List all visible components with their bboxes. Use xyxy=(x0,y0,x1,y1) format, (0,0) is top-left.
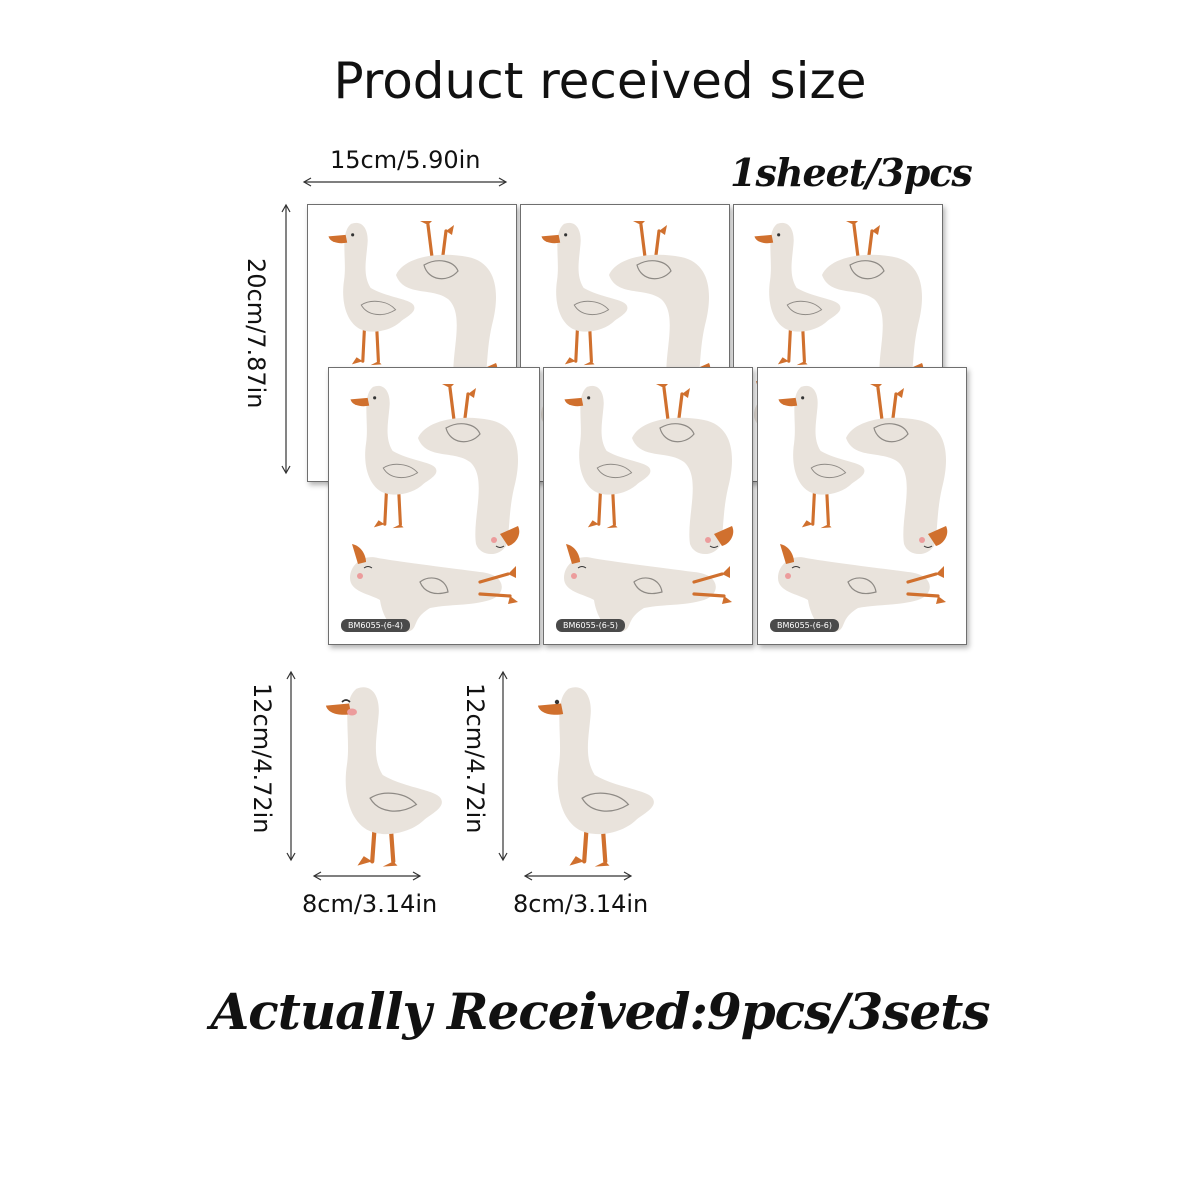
single-width-label-1: 8cm/3.14in xyxy=(302,890,438,918)
single-width-label-2: 8cm/3.14in xyxy=(513,890,649,918)
sheet-height-arrow xyxy=(281,203,291,475)
sheet-code-badge: BM6055-(6-6) xyxy=(770,619,839,632)
sheet-count-label: 1sheet/3pcs xyxy=(730,150,973,195)
single-width-arrow-2 xyxy=(523,871,633,881)
sticker-sheet-front-1: BM6055-(6-4) xyxy=(328,367,540,645)
sheet-code-badge: BM6055-(6-4) xyxy=(341,619,410,632)
actually-received-label: Actually Received:9pcs/3sets xyxy=(210,982,990,1041)
single-height-arrow-2 xyxy=(498,670,508,862)
single-width-arrow-1 xyxy=(312,871,422,881)
sheet-width-label: 15cm/5.90in xyxy=(330,146,481,174)
sheet-width-arrow xyxy=(302,177,508,187)
sticker-sheet-front-2: BM6055-(6-5) xyxy=(543,367,753,645)
sticker-sheet-front-3: BM6055-(6-6) xyxy=(757,367,967,645)
sheet-code-badge: BM6055-(6-5) xyxy=(556,619,625,632)
sheet-height-label: 20cm/7.87in xyxy=(242,258,270,409)
single-height-arrow-1 xyxy=(286,670,296,862)
single-height-label-2: 12cm/4.72in xyxy=(461,683,489,834)
page-title: Product received size xyxy=(333,52,867,110)
goose-sticker-icon xyxy=(535,685,656,868)
goose-sticker-icon xyxy=(323,685,444,868)
single-height-label-1: 12cm/4.72in xyxy=(248,683,276,834)
